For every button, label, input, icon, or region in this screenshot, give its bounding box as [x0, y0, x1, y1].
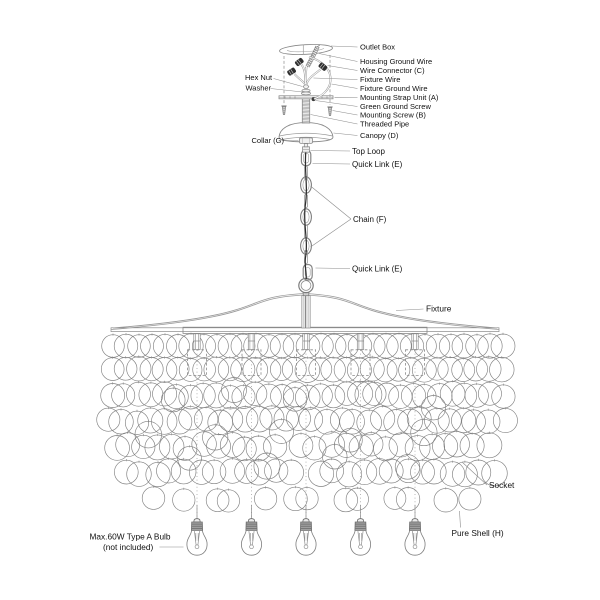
svg-text:Pure Shell (H): Pure Shell (H) [452, 528, 504, 538]
svg-text:Chain (F): Chain (F) [353, 215, 387, 224]
svg-text:Fixture: Fixture [426, 303, 452, 313]
svg-text:(not included): (not included) [103, 542, 154, 552]
svg-text:Hex Nut: Hex Nut [245, 73, 273, 82]
svg-text:Mounting Strap Unit (A): Mounting Strap Unit (A) [360, 93, 439, 102]
svg-text:Top Loop: Top Loop [352, 147, 385, 156]
svg-text:Housing Ground Wire: Housing Ground Wire [360, 57, 432, 66]
svg-text:Wire Connector (C): Wire Connector (C) [360, 66, 425, 75]
svg-text:Canopy (D): Canopy (D) [360, 131, 399, 140]
svg-text:Washer: Washer [246, 84, 272, 93]
svg-text:Socket: Socket [489, 480, 515, 490]
svg-text:Outlet Box: Outlet Box [360, 43, 395, 52]
svg-text:Quick Link (E): Quick Link (E) [352, 264, 403, 273]
svg-text:Mounting Screw (B): Mounting Screw (B) [360, 111, 426, 120]
svg-text:Quick Link (E): Quick Link (E) [352, 160, 403, 169]
svg-text:Collar (G): Collar (G) [252, 136, 285, 145]
svg-text:Green Ground Screw: Green Ground Screw [360, 102, 431, 111]
svg-text:Fixture Ground Wire: Fixture Ground Wire [360, 84, 428, 93]
svg-text:Threaded Pipe: Threaded Pipe [360, 120, 409, 129]
svg-text:Fixture Wire: Fixture Wire [360, 75, 400, 84]
svg-text:Max.60W Type A Bulb: Max.60W Type A Bulb [90, 531, 171, 541]
